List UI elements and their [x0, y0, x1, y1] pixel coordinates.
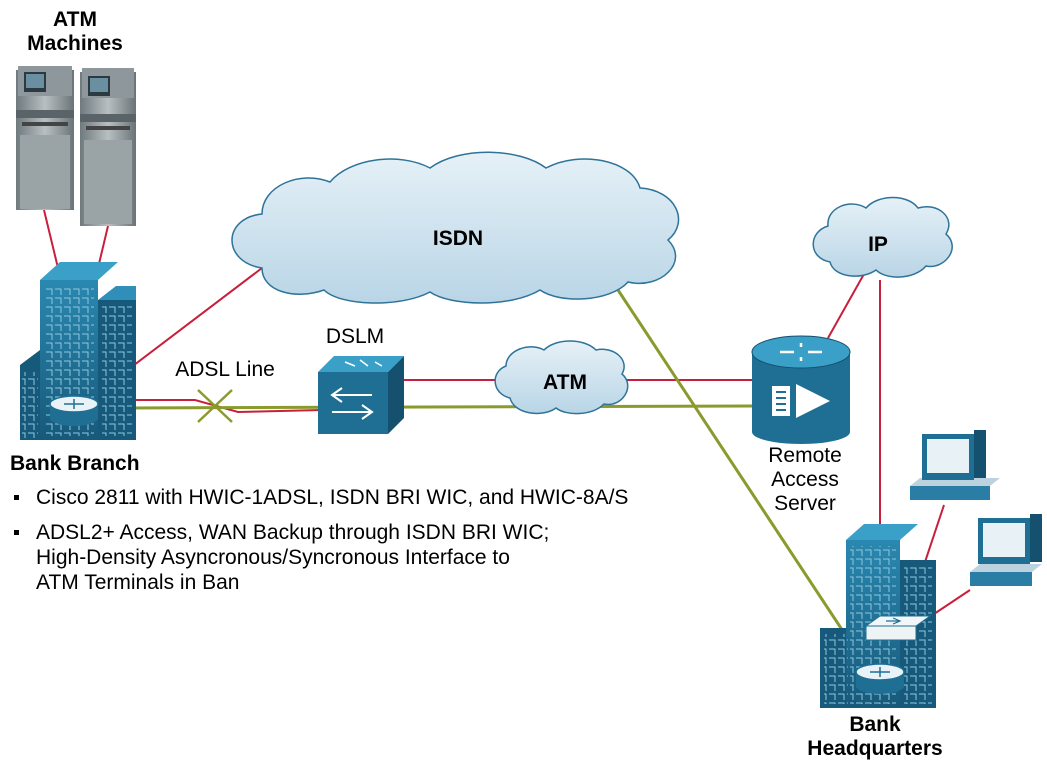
isdn-hq-link — [616, 289, 864, 661]
dslm-label: DSLM — [325, 325, 385, 348]
bank-branch-details: Cisco 2811 with HWIC-1ADSL, ISDN BRI WIC… — [10, 485, 770, 605]
atm-machines-label: ATM Machines — [27, 8, 123, 55]
computer-2-icon — [970, 514, 1042, 586]
bank-headquarters-label: Bank Headquarters — [807, 713, 943, 760]
ip-label: IP — [868, 233, 888, 256]
atm-cloud-label: ATM — [543, 371, 587, 394]
detail-item: ADSL2+ Access, WAN Backup through ISDN B… — [10, 520, 770, 595]
atm-machines-icon — [16, 66, 136, 226]
atm1-link — [43, 209, 59, 269]
computer-1-icon — [910, 430, 1000, 500]
isdn-cloud — [231, 151, 680, 304]
atm2-link — [97, 225, 109, 269]
detail-item: Cisco 2811 with HWIC-1ADSL, ISDN BRI WIC… — [10, 485, 770, 510]
ras-ip-link — [827, 273, 865, 339]
branch-router-icon — [49, 395, 99, 426]
hq-router-icon — [855, 663, 905, 694]
dslm-icon — [318, 356, 404, 434]
atm-cloud — [494, 340, 629, 415]
remote-access-server-label: Remote Access Server — [768, 444, 842, 515]
ip-cloud — [812, 196, 953, 278]
adsl-x-mark-2 — [197, 389, 233, 423]
remote-access-server-icon — [751, 335, 851, 444]
adsl-green-link — [107, 404, 753, 410]
bank-branch-label: Bank Branch — [10, 452, 140, 475]
hq-switch-icon — [864, 615, 932, 641]
isdn-label: ISDN — [432, 227, 484, 250]
adsl-line-label: ADSL Line — [175, 358, 275, 381]
